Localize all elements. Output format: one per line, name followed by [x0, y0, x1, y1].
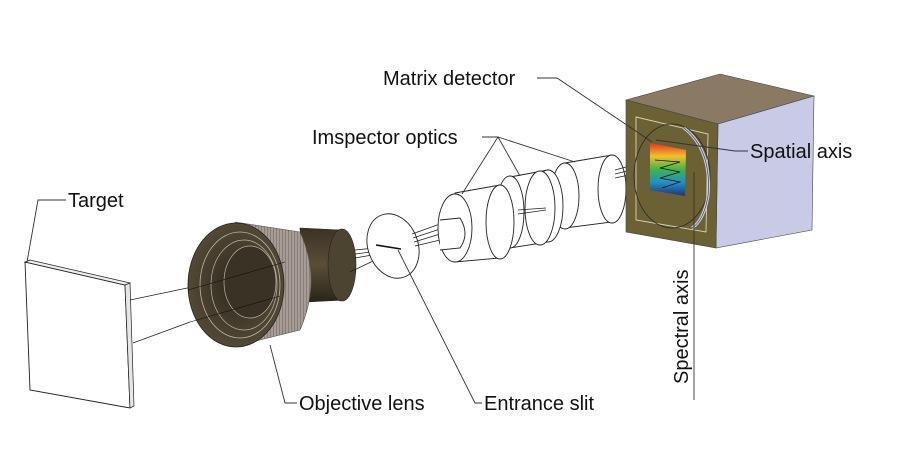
- rays-slit-to-optics: [411, 223, 441, 247]
- leader-imspector-a: [461, 136, 499, 195]
- label-objective-lens: Objective lens: [299, 393, 425, 415]
- target-panel: [23, 259, 135, 409]
- label-spectral-axis: Spectral axis: [671, 270, 693, 385]
- label-spatial-axis: Spatial axis: [750, 141, 852, 163]
- leader-target: [26, 199, 66, 263]
- leader-imspector-c: [497, 136, 576, 163]
- entrance-slit: [366, 213, 420, 279]
- label-entrance-slit: Entrance slit: [484, 393, 594, 415]
- imspector-optics: [437, 154, 627, 263]
- leader-imspector-b: [497, 136, 521, 177]
- leader-objective-lens: [269, 344, 297, 404]
- fov-ray-bottom: [132, 321, 191, 344]
- leader-entrance-slit: [397, 249, 482, 404]
- objective-lens: [187, 221, 357, 348]
- leader-spatial-axis: [655, 139, 748, 152]
- label-matrix-detector: Matrix detector: [383, 68, 516, 90]
- leader-matrix-detector: [537, 77, 653, 143]
- fov-ray-top: [129, 286, 193, 301]
- label-target: Target: [68, 190, 124, 212]
- label-imspector-optics: Imspector optics: [312, 127, 458, 149]
- matrix-detector: [624, 73, 816, 249]
